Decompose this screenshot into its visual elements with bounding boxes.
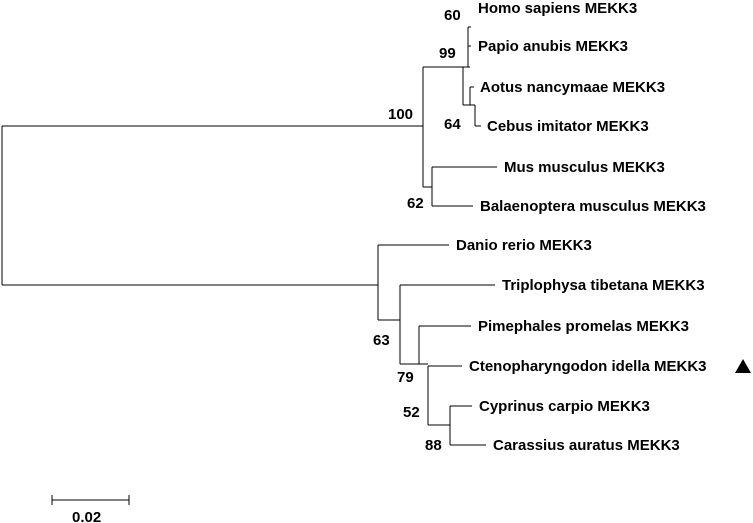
bootstrap-value: 52 xyxy=(403,404,420,421)
bootstrap-value: 100 xyxy=(388,106,413,123)
taxon-label: Carassius auratus MEKK3 xyxy=(493,437,680,454)
scale-bar: 0.02 xyxy=(51,495,130,523)
triangle-marker xyxy=(735,359,751,373)
taxon-label: Danio rerio MEKK3 xyxy=(456,237,592,254)
taxon-label: Pimephales promelas MEKK3 xyxy=(478,318,689,335)
bootstrap-value: 88 xyxy=(425,437,442,454)
taxon-label: Balaenoptera musculus MEKK3 xyxy=(480,198,706,215)
taxon-label: Cyprinus carpio MEKK3 xyxy=(479,398,650,415)
taxon-label: Homo sapiens MEKK3 xyxy=(478,0,637,17)
bootstrap-value: 79 xyxy=(397,369,414,386)
bootstrap-value: 60 xyxy=(444,7,461,24)
bootstrap-value: 64 xyxy=(444,116,461,133)
tree-branches xyxy=(1,26,497,446)
taxon-label: Triplophysa tibetana MEKK3 xyxy=(502,277,705,294)
bootstrap-value: 63 xyxy=(373,332,390,349)
taxon-label: Aotus nancymaae MEKK3 xyxy=(480,79,665,96)
taxon-label: Papio anubis MEKK3 xyxy=(478,38,628,55)
bootstrap-value: 99 xyxy=(439,45,456,62)
bootstrap-value: 62 xyxy=(407,195,424,212)
taxon-labels: Homo sapiens MEKK3 Papio anubis MEKK3 Ao… xyxy=(456,0,707,454)
scale-bar-label: 0.02 xyxy=(72,509,101,523)
taxon-label: Mus musculus MEKK3 xyxy=(504,159,665,176)
taxon-label: Ctenopharyngodon idella MEKK3 xyxy=(469,358,707,375)
taxon-label: Cebus imitator MEKK3 xyxy=(487,118,649,135)
bootstrap-values: 60 99 64 100 62 63 79 52 88 xyxy=(373,7,461,454)
